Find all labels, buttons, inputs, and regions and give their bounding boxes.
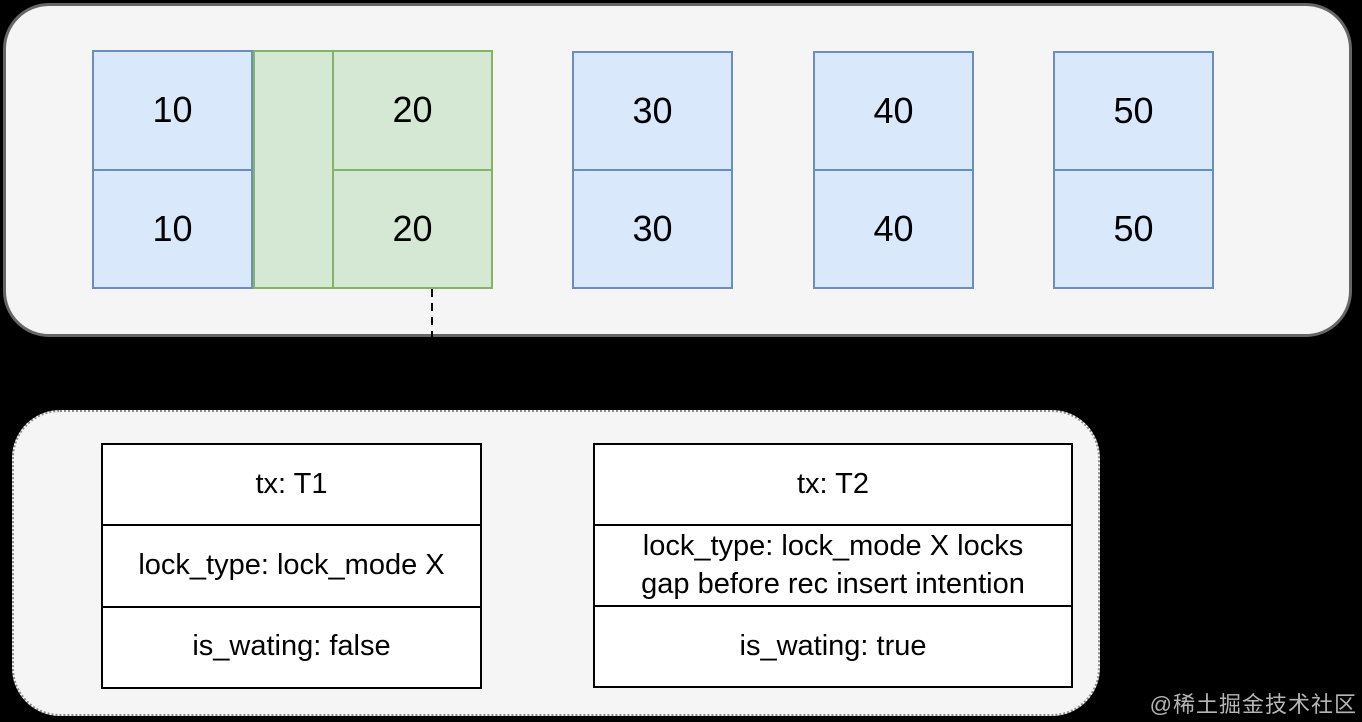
record-30-bottom-cell: 30: [574, 169, 731, 287]
locked-gap-and-record-20: 20 20: [253, 50, 493, 289]
record-30-top-cell: 30: [632, 90, 673, 131]
record-40-bottom-cell: 40: [815, 169, 972, 287]
t1-tx-row: tx: T1: [255, 467, 328, 500]
record-50: 50 50: [1053, 51, 1214, 289]
watermark-text: @稀土掘金技术社区: [1149, 692, 1357, 717]
record-50-bottom-cell: 50: [1055, 169, 1212, 287]
record-20-bottom-cell: 20: [334, 168, 491, 288]
t1-is-waiting-row: is_wating: false: [103, 605, 480, 687]
t2-is-waiting-row: is_wating: true: [595, 605, 1071, 686]
t2-lock-type-row: lock_type: lock_mode X locks gap before …: [595, 524, 1071, 605]
t1-lock-type-row: lock_type: lock_mode X: [103, 524, 480, 605]
record-50-top-cell: 50: [1113, 90, 1154, 131]
t2-tx-row: tx: T2: [797, 467, 869, 500]
record-10: 10 10: [92, 50, 253, 289]
record-10-top-cell: 10: [152, 89, 193, 131]
dashed-connector-line: [431, 289, 433, 416]
record-30: 30 30: [572, 51, 733, 289]
lock-table-t2: tx: T2 lock_type: lock_mode X locks gap …: [593, 443, 1073, 688]
lock-table-t1: tx: T1 lock_type: lock_mode X is_wating:…: [101, 443, 482, 689]
record-40: 40 40: [813, 51, 974, 289]
record-20-top-cell: 20: [392, 89, 433, 131]
record-10-bottom-cell: 10: [94, 168, 251, 288]
gap-lock-region: [255, 52, 334, 287]
record-40-top-cell: 40: [873, 90, 914, 131]
record-20: 20 20: [334, 52, 491, 287]
